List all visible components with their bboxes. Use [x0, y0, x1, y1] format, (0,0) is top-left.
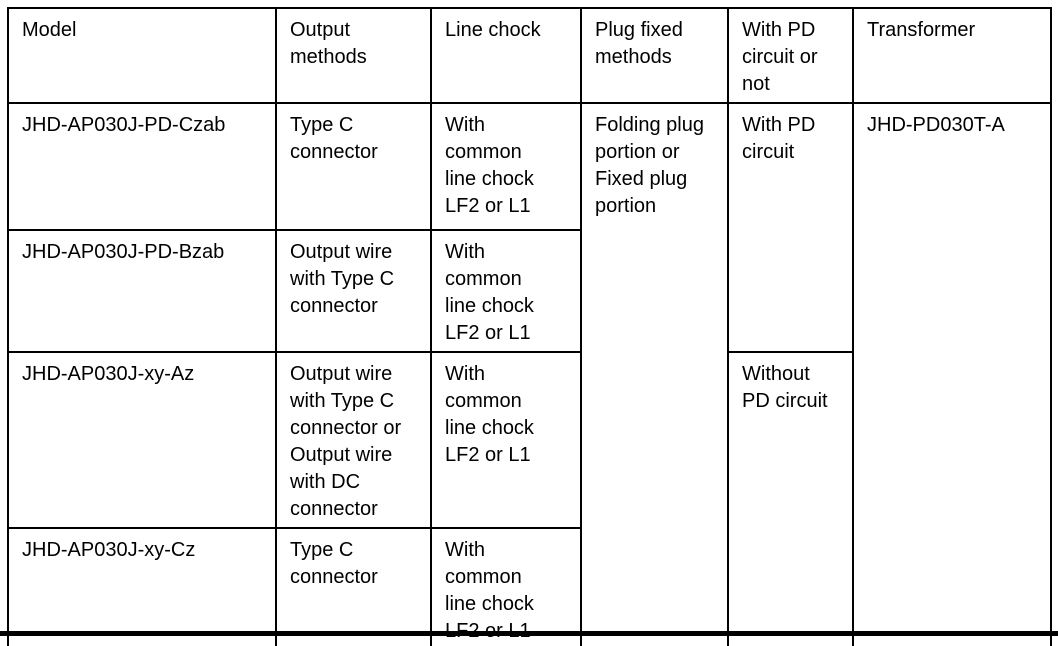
- header-output-methods: Output methods: [275, 7, 432, 104]
- cell-line-chock-1: With common line chock LF2 or L1: [430, 102, 582, 231]
- cell-output-1: Type C connector: [275, 102, 432, 231]
- cell-model-4: JHD-AP030J-xy-Cz: [7, 527, 277, 646]
- page-bottom-rule: [0, 631, 1058, 636]
- header-pd-circuit: With PD circuit or not: [727, 7, 854, 104]
- table-row: JHD-AP030J-PD-Bzab Output wire with Type…: [7, 229, 1051, 353]
- cell-line-chock-3: With common line chock LF2 or L1: [430, 351, 582, 529]
- header-model: Model: [7, 7, 277, 104]
- cell-plug-fixed-methods: Folding plug portion or Fixed plug porti…: [580, 102, 729, 646]
- cell-model-3: JHD-AP030J-xy-Az: [7, 351, 277, 529]
- header-plug-fixed-methods: Plug fixed methods: [580, 7, 729, 104]
- product-spec-table: Model Output methods Line chock Plug fix…: [7, 7, 1052, 646]
- cell-line-chock-4: With common line chock LF2 or L1: [430, 527, 582, 646]
- cell-output-3: Output wire with Type C connector or Out…: [275, 351, 432, 529]
- cell-with-pd-circuit: With PD circuit: [727, 102, 854, 353]
- cell-line-chock-2: With common line chock LF2 or L1: [430, 229, 582, 353]
- header-transformer: Transformer: [852, 7, 1052, 104]
- cell-transformer: JHD-PD030T-A: [852, 102, 1052, 646]
- cell-output-2: Output wire with Type C connector: [275, 229, 432, 353]
- cell-without-pd-circuit: Without PD circuit: [727, 351, 854, 646]
- header-line-chock: Line chock: [430, 7, 582, 104]
- cell-model-1: JHD-AP030J-PD-Czab: [7, 102, 277, 231]
- table-row: JHD-AP030J-xy-Cz Type C connector With c…: [7, 527, 1051, 646]
- table-row: JHD-AP030J-PD-Czab Type C connector With…: [7, 102, 1052, 646]
- table-row: JHD-AP030J-xy-Az Output wire with Type C…: [7, 351, 1051, 646]
- header-row: Model Output methods Line chock Plug fix…: [7, 7, 1052, 104]
- cell-model-2: JHD-AP030J-PD-Bzab: [7, 229, 277, 353]
- cell-output-4: Type C connector: [275, 527, 432, 646]
